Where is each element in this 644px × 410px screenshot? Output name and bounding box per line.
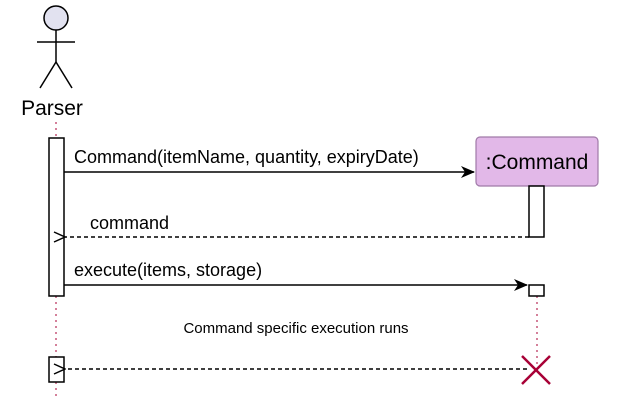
command-activation-bar	[528, 185, 545, 238]
message-return-command: command	[65, 213, 529, 237]
actor-leg-right	[55, 61, 73, 89]
actor-leg-left	[39, 61, 57, 89]
message-create: Command(itemName, quantity, expiryDate)	[64, 147, 475, 178]
command-activation-bar-execute	[528, 284, 545, 297]
command-participant: :Command	[475, 136, 599, 187]
execution-note: Command specific execution runs	[183, 320, 408, 337]
message-execute-label: execute(items, storage)	[74, 260, 262, 280]
message-create-label: Command(itemName, quantity, expiryDate)	[74, 147, 419, 167]
message-execute: execute(items, storage)	[64, 260, 528, 291]
actor-head	[43, 5, 69, 31]
parser-actor: Parser	[21, 5, 83, 120]
cross-icon	[521, 355, 551, 385]
message-return-label: command	[90, 213, 169, 233]
parser-label: Parser	[21, 97, 83, 120]
parser-activation-bar	[48, 137, 65, 297]
parser-activation-bar-return	[48, 356, 65, 383]
command-label: :Command	[486, 151, 589, 174]
